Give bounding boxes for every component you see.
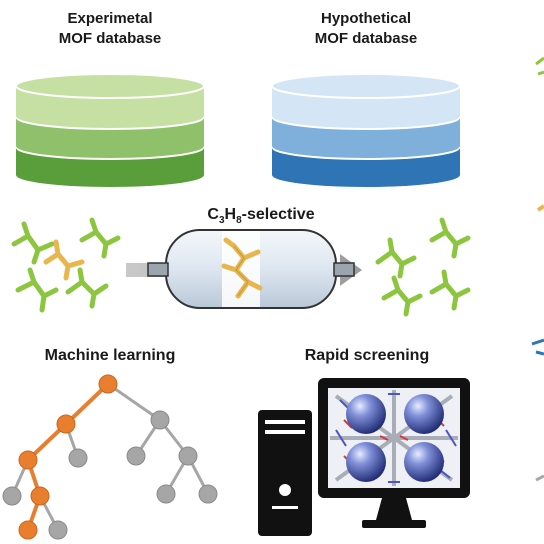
power-button-icon <box>279 484 291 496</box>
experimental-db-title-line2: MOF database <box>58 30 162 47</box>
green-lid <box>15 73 205 99</box>
hypothetical-db-title: Hypothetical MOF database <box>276 9 456 49</box>
tree-gray-nodes <box>2 410 218 540</box>
tree-orange-nodes <box>18 374 118 540</box>
feed-gas-molecules <box>11 217 121 313</box>
right-edge-fragments <box>531 56 544 482</box>
hypothetical-db-title-line1: Hypothetical <box>320 10 411 27</box>
mof-structure-image <box>330 390 458 486</box>
experimental-db-title-line1: Experimetal <box>67 10 153 27</box>
monitor-stand <box>376 498 412 520</box>
experimental-database-icon <box>15 73 205 187</box>
experimental-db-title: Experimetal MOF database <box>20 9 200 49</box>
blue-lid <box>271 73 461 99</box>
decision-tree-icon <box>2 374 218 540</box>
separation-column <box>126 229 362 309</box>
hypothetical-db-title-line2: MOF database <box>314 30 418 47</box>
formula-sub-3: 3 <box>218 215 225 227</box>
drive-slot-2 <box>265 430 305 434</box>
drive-slot-1 <box>265 420 305 424</box>
computer-icon <box>258 378 470 536</box>
column-inlet <box>147 262 169 277</box>
tree-highlighted-path <box>25 382 110 531</box>
monitor-base <box>362 520 426 528</box>
formula-c: C <box>207 206 219 223</box>
formula-suffix: -selective <box>241 206 315 223</box>
formula-sub-8: 8 <box>236 215 242 227</box>
computer-tower <box>258 410 312 536</box>
machine-learning-title: Machine learning <box>44 347 176 364</box>
effluent-gas-molecules <box>375 217 471 317</box>
hypothetical-database-icon <box>271 73 461 187</box>
column-outlet <box>333 262 355 277</box>
formula-h: H <box>224 206 237 223</box>
c3h8-selective-label: C3H8-selective <box>186 205 336 231</box>
rapid-screening-title: Rapid screening <box>304 347 430 364</box>
